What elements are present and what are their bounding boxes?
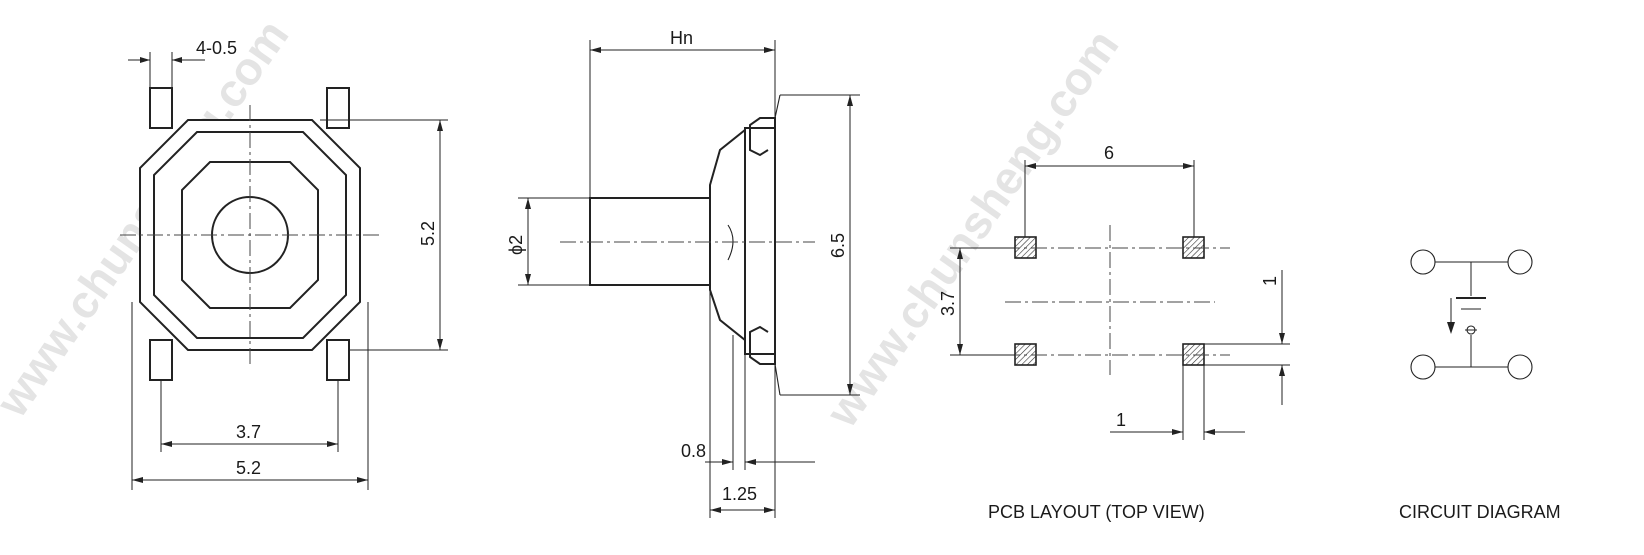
- terminal-bottom-left: [149, 339, 173, 381]
- svg-text:www.chunsheng.com: www.chunsheng.com: [815, 20, 1128, 437]
- dim-overall-height: 6.5: [828, 233, 848, 258]
- terminal-top-left: [149, 87, 173, 129]
- dim-pin-span: 3.7: [236, 422, 261, 442]
- dim-base-thickness: 1.25: [722, 484, 757, 504]
- terminal-circle-4: [1507, 354, 1533, 380]
- terminal-top-right: [326, 87, 350, 129]
- watermark-right: www.chunsheng.com: [815, 20, 1128, 437]
- dim-body-width: 5.2: [236, 458, 261, 478]
- dim-terminal-width: 4-0.5: [196, 38, 237, 58]
- pcb-layout-title: PCB LAYOUT (TOP VIEW): [988, 502, 1205, 522]
- dim-pad-spacing-y: 3.7: [938, 291, 958, 316]
- dim-actuator-diameter: ϕ2: [506, 235, 526, 255]
- side-view: Hn ϕ2 6.5 0.8 1.25: [506, 28, 860, 518]
- circuit-diagram: CIRCUIT DIAGRAM: [1399, 249, 1561, 522]
- dim-pad-spacing-x: 6: [1104, 143, 1114, 163]
- dim-lead-thickness: 0.8: [681, 441, 706, 461]
- pcb-layout: 6 3.7 1 1 PCB LAYOUT (TOP VIEW): [938, 143, 1290, 522]
- lead-top: [749, 117, 776, 157]
- actuator-base-outline: [181, 161, 319, 309]
- terminal-circle-2: [1507, 249, 1533, 275]
- dim-body-height: 5.2: [418, 221, 438, 246]
- dim-pad-width: 1: [1116, 410, 1126, 430]
- terminal-circle-3: [1410, 354, 1436, 380]
- terminal-bottom-right: [326, 339, 350, 381]
- terminal-circle-1: [1410, 249, 1436, 275]
- dim-actuator-height: Hn: [670, 28, 693, 48]
- switch-cover-outline: [153, 131, 347, 339]
- dim-pad-height: 1: [1260, 276, 1280, 286]
- top-view: 4-0.5 5.2 3.7 5.2: [120, 38, 448, 490]
- circuit-diagram-title: CIRCUIT DIAGRAM: [1399, 502, 1561, 522]
- press-arrow-icon: [1447, 322, 1455, 334]
- housing-profile: [709, 127, 746, 343]
- base-plate: [744, 127, 776, 355]
- lead-bottom: [749, 325, 776, 365]
